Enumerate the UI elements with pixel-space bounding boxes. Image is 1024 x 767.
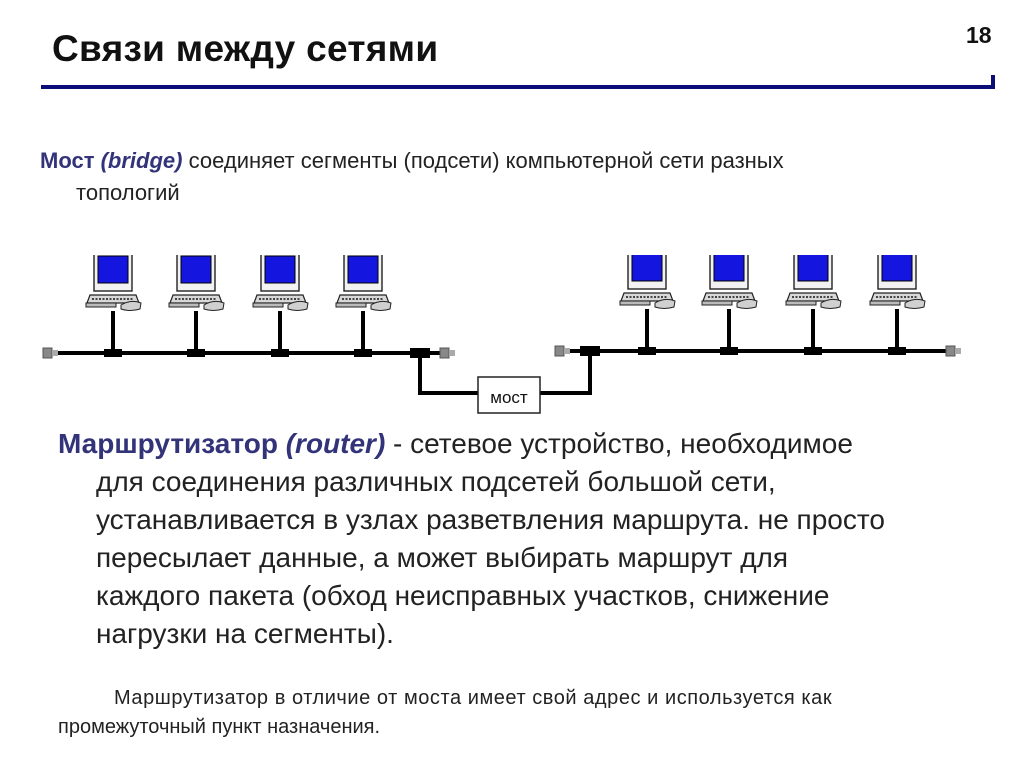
router-note-line1: Маршрутизатор в отличие от моста имеет с…	[114, 687, 833, 709]
router-note-line2: промежуточный пункт назначения.	[58, 716, 381, 738]
title-divider	[41, 85, 991, 89]
router-definition: Маршрутизатор (router) - сетевое устройс…	[58, 425, 1018, 653]
router-term-en: (router)	[285, 428, 386, 459]
terminator-icon	[945, 345, 962, 357]
computer-icon	[167, 255, 226, 359]
bridge-box	[477, 376, 541, 414]
slide-number: 18	[966, 22, 992, 48]
computer-icon	[784, 255, 843, 357]
router-text-line2: для соединения различных подсетей большо…	[96, 466, 776, 497]
computer-icon	[251, 255, 310, 359]
terminator-icon	[554, 345, 571, 357]
computer-icon	[334, 255, 393, 359]
terminator-icon	[42, 347, 59, 359]
terminator-icon	[439, 347, 456, 359]
computer-icon	[618, 255, 677, 357]
bridge-definition: Мост (bridge) соединяет сегменты (подсет…	[40, 145, 1015, 209]
bridge-label: мост	[490, 388, 528, 407]
computer-icon	[868, 255, 927, 357]
router-text-line1: - сетевое устройство, необходимое	[393, 428, 853, 459]
router-text-line4: пересылает данные, а может выбирать марш…	[96, 542, 789, 573]
computer-icon	[700, 255, 759, 357]
bridge-term-en: (bridge)	[100, 148, 183, 173]
router-text-line3: устанавливается в узлах разветвления мар…	[96, 504, 885, 535]
router-note: Маршрутизатор в отличие от моста имеет с…	[58, 684, 1018, 742]
bridge-text-line1: соединяет сегменты (подсети) компьютерно…	[188, 148, 784, 173]
router-term: Маршрутизатор	[58, 428, 278, 459]
bridge-term: Мост	[40, 148, 95, 173]
computer-icon	[84, 255, 143, 359]
bridge-text-line2: топологий	[76, 180, 180, 205]
slide-title: Связи между сетями	[52, 28, 439, 69]
router-text-line6: нагрузки на сегменты).	[96, 618, 394, 649]
network-diagram: мост	[42, 255, 962, 414]
router-text-line5: каждого пакета (обход неисправных участк…	[96, 580, 830, 611]
title-divider-accent	[991, 75, 995, 89]
